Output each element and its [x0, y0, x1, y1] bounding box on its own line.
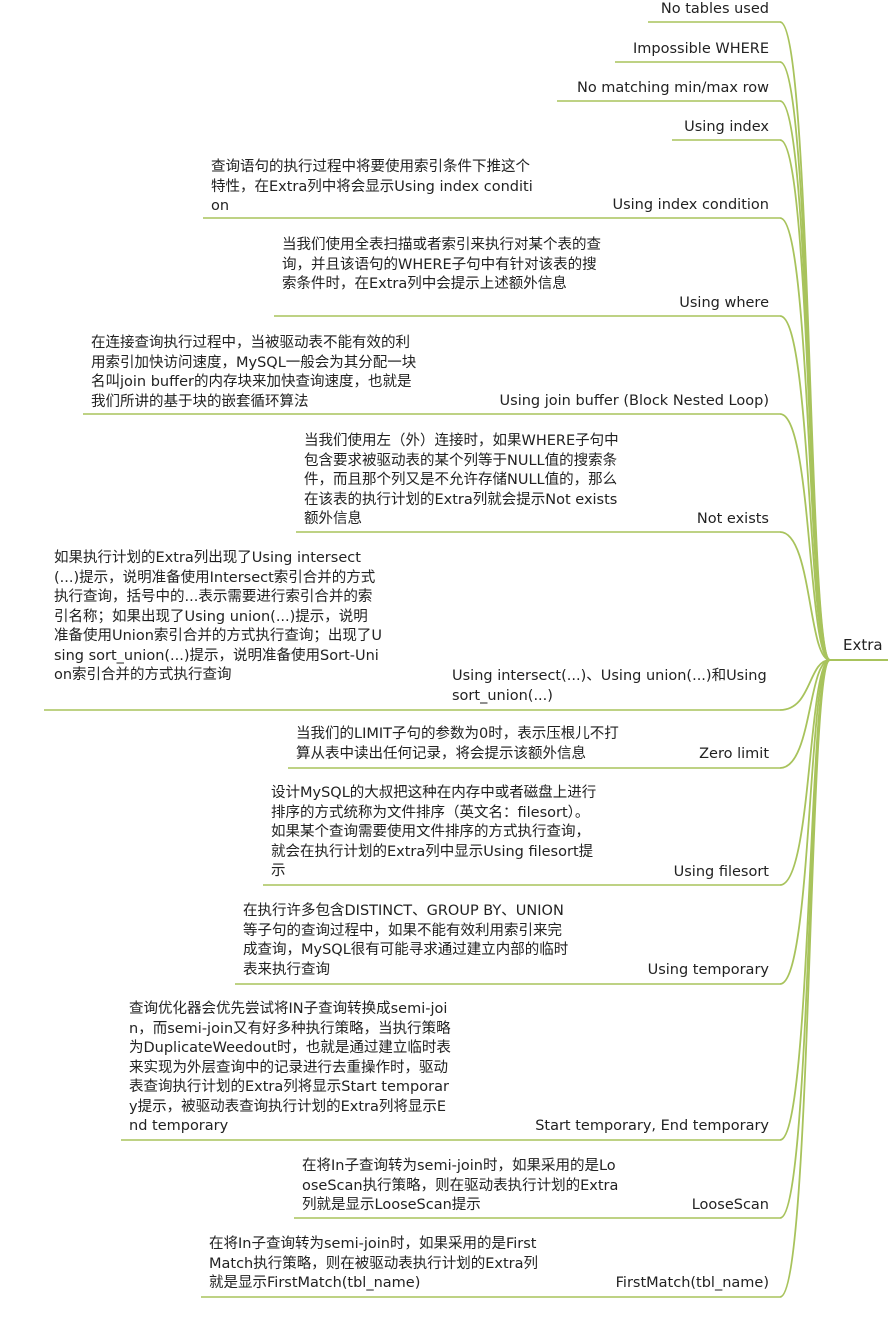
node-label-using-join-buffer[interactable]: Using join buffer (Block Nested Loop) [499, 393, 769, 409]
node-desc-using-filesort: 设计MySQL的大叔把这种在内存中或者磁盘上进行排序的方式统称为文件排序（英文名… [271, 785, 597, 879]
node-desc-using-where: 当我们使用全表扫描或者索引来执行对某个表的查询，并且该语句的WHERE子句中有针… [282, 237, 601, 292]
node-desc-using-index-condition: 查询语句的执行过程中将要使用索引条件下推这个特性，在Extra列中将会显示Usi… [211, 159, 533, 214]
node-desc-not-exists: 当我们使用左（外）连接时，如果WHERE子句中包含要求被驱动表的某个列等于NUL… [304, 433, 619, 527]
node-label-impossible-where[interactable]: Impossible WHERE [632, 41, 769, 57]
node-label-zero-limit[interactable]: Zero limit [699, 746, 769, 762]
node-label-firstmatch[interactable]: FirstMatch(tbl_name) [615, 1275, 769, 1291]
branch-connector-4 [779, 217, 831, 661]
branch-connector-3 [779, 139, 831, 661]
branch-connector-6 [779, 413, 831, 661]
node-desc-loosescan: 在将In子查询转为semi-join时，如果采用的是LooseScan执行策略，… [302, 1158, 619, 1213]
branch-connector-0 [779, 21, 831, 661]
branch-connector-10 [779, 659, 831, 886]
node-label-using-filesort[interactable]: Using filesort [673, 864, 769, 880]
branch-connector-5 [779, 315, 831, 661]
node-desc-using-temporary: 在执行许多包含DISTINCT、GROUP BY、UNION等子句的查询过程中，… [243, 903, 569, 978]
node-label-using-intersect-union[interactable]: Using intersect(...)、Using union(...)和Us… [452, 668, 767, 704]
node-label-using-where[interactable]: Using where [679, 295, 769, 311]
node-desc-start-end-temporary: 查询优化器会优先尝试将IN子查询转换成semi-join，而semi-join又… [129, 1001, 451, 1134]
node-label-using-temporary[interactable]: Using temporary [647, 962, 769, 978]
branch-connector-9 [779, 659, 831, 769]
node-desc-using-intersect-union: 如果执行计划的Extra列出现了Using intersect(...)提示，说… [54, 550, 383, 683]
node-label-not-exists[interactable]: Not exists [696, 511, 769, 527]
node-label-loosescan[interactable]: LooseScan [691, 1197, 769, 1213]
node-desc-using-join-buffer: 在连接查询执行过程中，当被驱动表不能有效的利用索引加快访问速度，MySQL一般会… [91, 335, 417, 410]
node-label-using-index[interactable]: Using index [684, 119, 769, 135]
node-desc-firstmatch: 在将In子查询转为semi-join时，如果采用的是FirstMatch执行策略… [209, 1236, 539, 1291]
node-label-start-end-temporary[interactable]: Start temporary, End temporary [535, 1118, 769, 1134]
root-node-extra[interactable]: Extra [843, 636, 883, 654]
node-label-no-matching-min-max-row[interactable]: No matching min/max row [576, 80, 769, 96]
branch-connector-11 [779, 659, 831, 985]
branch-connector-8 [779, 659, 831, 711]
node-label-no-tables-used[interactable]: No tables used [660, 1, 769, 17]
branch-connector-7 [779, 531, 831, 661]
branch-connector-14 [779, 659, 831, 1298]
node-desc-zero-limit: 当我们的LIMIT子句的参数为0时，表示压根儿不打算从表中读出任何记录，将会提示… [296, 726, 619, 762]
node-label-using-index-condition[interactable]: Using index condition [612, 197, 769, 213]
branch-connector-13 [779, 659, 831, 1219]
